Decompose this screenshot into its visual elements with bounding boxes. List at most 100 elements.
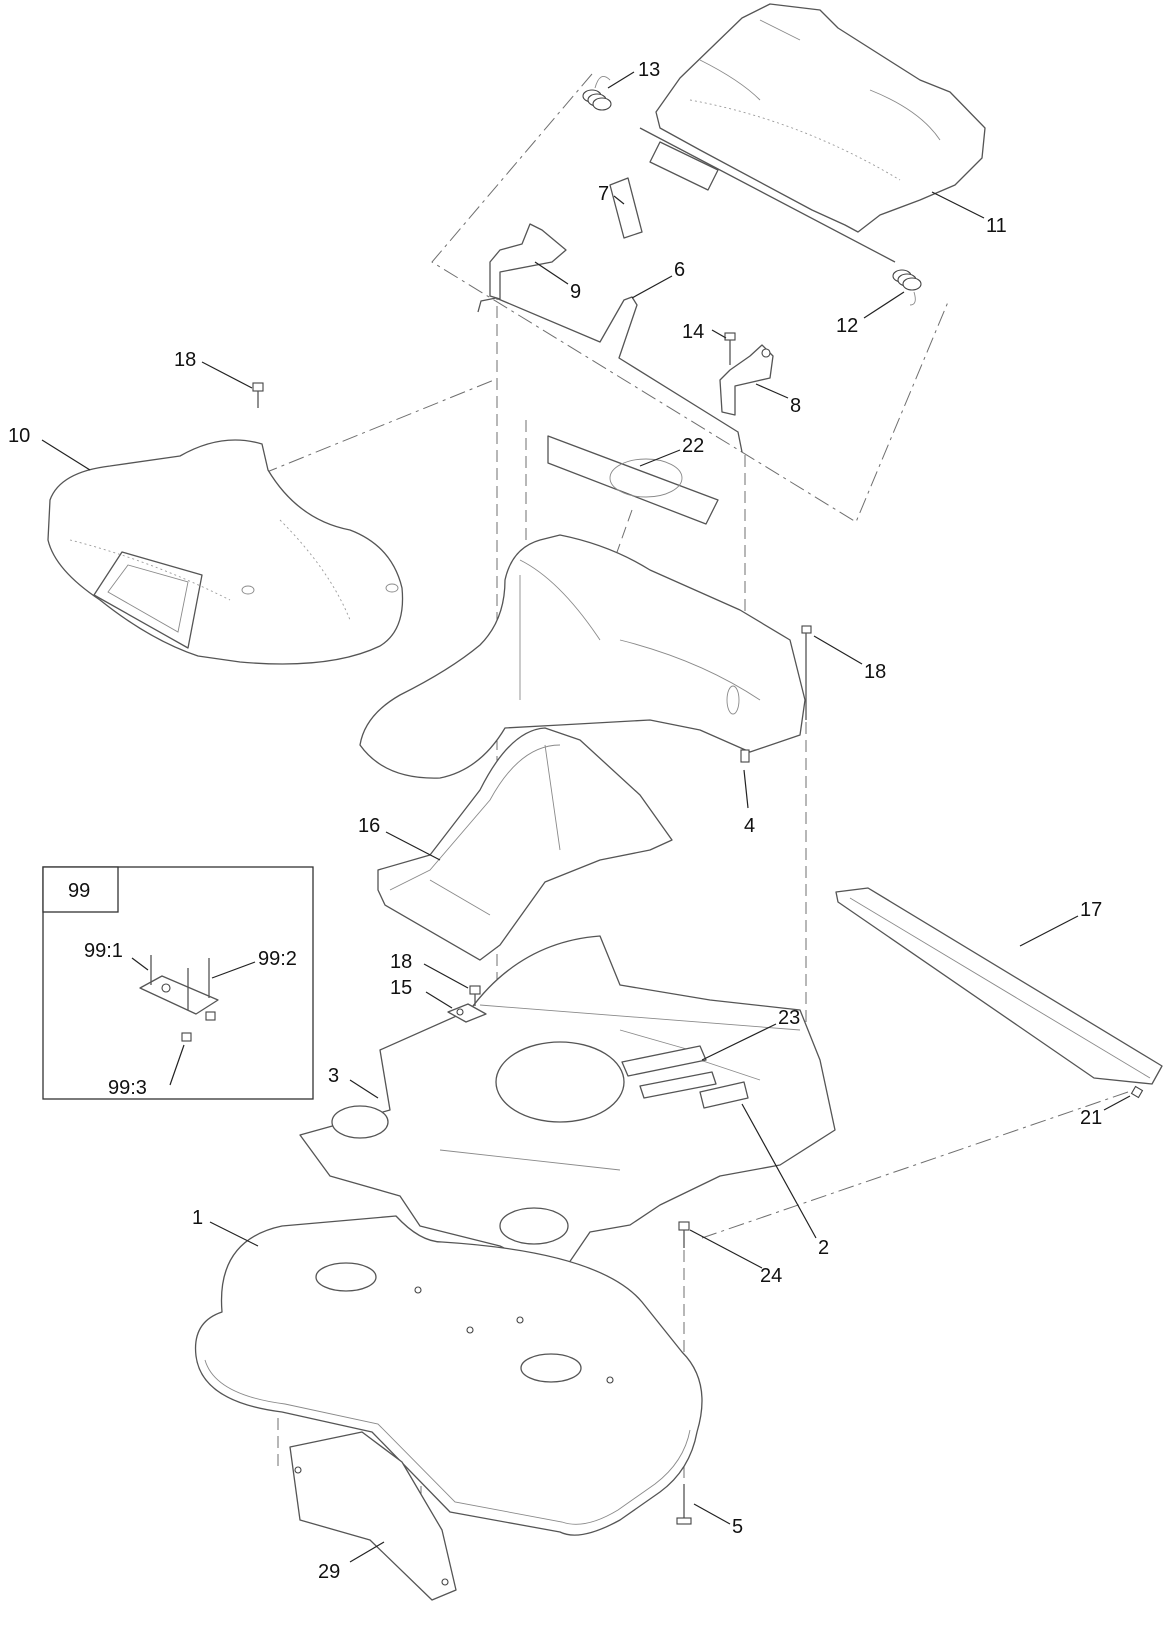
part-1-right-hole — [520, 1353, 582, 1383]
part-5-bolt — [676, 1484, 692, 1525]
part-29-outline — [289, 1431, 457, 1601]
part-22-outline — [547, 435, 719, 525]
callout-18-middle: 18 — [390, 951, 412, 973]
callout-5: 5 — [732, 1516, 743, 1538]
part-14-head — [724, 332, 736, 341]
part-6-rod — [477, 296, 743, 453]
part-3-frame — [299, 935, 836, 1277]
part-29-bracket — [289, 1431, 457, 1601]
part-15-bracket — [447, 1003, 487, 1023]
dashdot-boundary-upper — [431, 73, 949, 523]
callout-13: 13 — [638, 59, 660, 81]
inset-99-plate-hole — [161, 983, 171, 993]
part-10-hood — [47, 439, 404, 665]
part-14-bolt — [724, 332, 736, 365]
inset-99-leader-1 — [131, 957, 149, 971]
inset-99-nut-1 — [181, 1032, 192, 1042]
spring-13-hook — [594, 75, 611, 89]
leader-3 — [349, 1079, 379, 1099]
part-8-hole — [761, 348, 771, 358]
part-23-decal — [621, 1045, 707, 1077]
part-11 — [639, 3, 986, 263]
callout-17: 17 — [1080, 899, 1102, 921]
inset-99: 99 99:1 99:2 99:3 — [42, 866, 314, 1100]
part-11-dots — [689, 99, 901, 181]
part-11-sleeve — [649, 141, 719, 191]
part-29-hole-b — [441, 1578, 449, 1586]
part-3-lower-opening — [499, 1207, 569, 1245]
leader-10 — [41, 439, 91, 471]
callout-24: 24 — [760, 1265, 782, 1287]
part-10-window — [107, 564, 189, 633]
spring-12-hook — [909, 291, 916, 306]
inset-99-nut-2 — [205, 1011, 216, 1021]
callout-14: 14 — [682, 321, 704, 343]
callout-4: 4 — [744, 815, 755, 837]
part-16-outline — [377, 727, 673, 961]
callout-7: 7 — [598, 183, 609, 205]
callout-3: 3 — [328, 1065, 339, 1087]
leader-29 — [349, 1541, 385, 1563]
part-3-left-opening — [331, 1105, 389, 1139]
part-1-hole-d — [606, 1376, 614, 1384]
callout-18-upper: 18 — [174, 349, 196, 371]
part-7-pad — [609, 177, 643, 239]
part-10-lamp-right — [385, 583, 399, 593]
callout-2: 2 — [818, 1237, 829, 1259]
part-17-strip — [835, 887, 1163, 1085]
callout-15: 15 — [390, 977, 412, 999]
part-4-detail — [519, 559, 761, 701]
leader-9 — [534, 261, 569, 285]
leader-17 — [1019, 915, 1079, 947]
part-3-detail — [439, 1004, 801, 1171]
leader-18-upper — [201, 361, 253, 389]
part-11-outline — [655, 3, 986, 233]
part-5-head — [676, 1517, 692, 1525]
part-18-middle-head — [469, 985, 481, 995]
leader-12 — [863, 291, 905, 319]
inset-99-plate — [139, 975, 219, 1015]
part-10-window-frame — [93, 551, 203, 649]
part-10-lamp-left — [241, 585, 255, 595]
callout-10: 10 — [8, 425, 30, 447]
leader-16 — [385, 831, 441, 861]
leader-24 — [689, 1229, 763, 1269]
part-4-outline — [359, 534, 806, 779]
part-18-upper-head — [252, 382, 264, 392]
part-1-hole-a — [414, 1286, 422, 1294]
part-15-outline — [447, 1003, 487, 1023]
spring-13 — [582, 75, 612, 111]
leader-23 — [701, 1023, 777, 1061]
callout-23: 23 — [778, 1007, 800, 1029]
leader-21 — [1103, 1095, 1131, 1111]
leader-7 — [613, 195, 625, 205]
part-18-right-head — [801, 625, 812, 634]
leader-2 — [741, 1103, 817, 1239]
leader-1 — [209, 1221, 259, 1247]
part-11-rod — [639, 127, 896, 263]
callout-21: 21 — [1080, 1107, 1102, 1129]
dash-line-strip — [701, 1091, 1129, 1239]
leader-18-middle — [423, 963, 469, 989]
callout-11: 11 — [986, 215, 1007, 237]
part-16-inner — [389, 744, 561, 916]
leader-22 — [639, 449, 681, 467]
leader-11 — [931, 191, 985, 219]
part-8-bracket — [719, 344, 774, 416]
part-18-bolt-right — [801, 625, 812, 720]
spring-12 — [892, 269, 922, 306]
leader-15 — [425, 991, 453, 1009]
inset-99-label-3: 99:3 — [108, 1077, 147, 1099]
callout-16: 16 — [358, 815, 380, 837]
part-1-outline — [194, 1215, 703, 1536]
part-10-outline — [47, 439, 404, 665]
part-1-deck — [194, 1215, 703, 1536]
spring-13-coil-3 — [592, 97, 612, 111]
part-17-edge — [849, 897, 1151, 1079]
part-3-large-opening — [495, 1041, 625, 1123]
part-23-decal-lower — [639, 1071, 717, 1099]
part-17-outline — [835, 887, 1163, 1085]
leader-4 — [743, 769, 749, 809]
callout-9: 9 — [570, 281, 581, 303]
part-4-console — [359, 534, 806, 779]
